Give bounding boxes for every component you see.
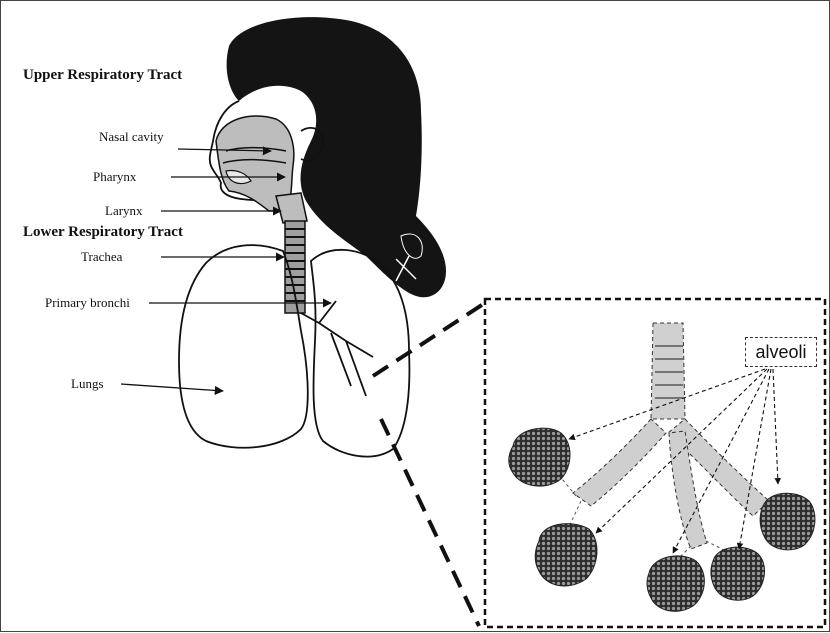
alveolus-cluster [535, 524, 597, 586]
alveoli-label: alveoli [745, 337, 817, 367]
larynx-label: Larynx [105, 203, 143, 219]
pharynx-label: Pharynx [93, 169, 136, 185]
primary-bronchi-label: Primary bronchi [45, 295, 130, 311]
alveolus-cluster [760, 493, 815, 550]
alveolus-cluster [509, 428, 570, 486]
zoom-connector [373, 301, 488, 626]
nasal-cavity-label: Nasal cavity [99, 129, 164, 145]
lungs-arrow [121, 384, 223, 391]
lungs-label: Lungs [71, 376, 104, 392]
upper-tract-heading: Upper Respiratory Tract [23, 67, 182, 84]
alveolus-cluster [647, 556, 704, 611]
trachea-label: Trachea [81, 249, 122, 265]
alveolus-cluster [711, 547, 765, 600]
larynx-shape [276, 193, 307, 223]
lower-tract-heading: Lower Respiratory Tract [23, 224, 183, 241]
